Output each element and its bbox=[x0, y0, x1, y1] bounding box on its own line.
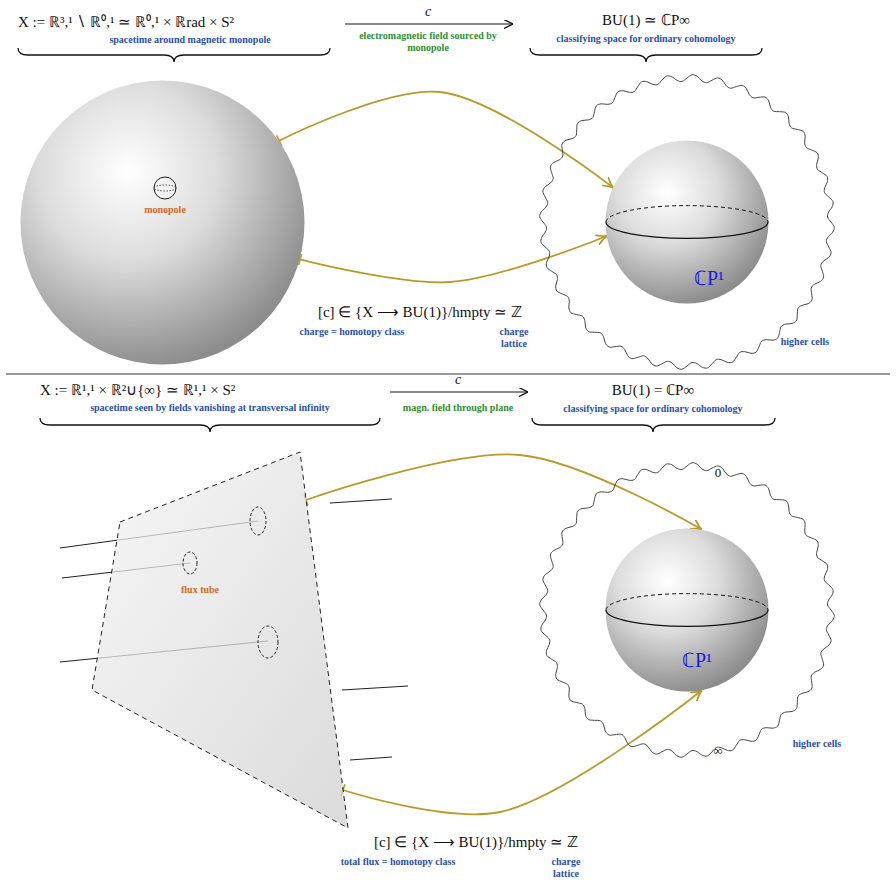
equator bbox=[606, 610, 768, 626]
maps-to-arrow bbox=[300, 236, 606, 282]
label: charge lattice bbox=[489, 326, 539, 349]
node-label: flux tube bbox=[181, 584, 219, 596]
brace bbox=[530, 48, 762, 62]
tube-section bbox=[183, 552, 197, 574]
flux-line bbox=[350, 757, 392, 760]
label: BU(1) = ℂP∞ bbox=[612, 382, 694, 399]
monopole-equator bbox=[154, 185, 176, 191]
label: magn. field through plane bbox=[403, 402, 513, 414]
tube-section bbox=[250, 507, 266, 535]
label: c bbox=[455, 372, 461, 388]
flux-line bbox=[342, 686, 408, 690]
flux-line bbox=[330, 499, 392, 503]
node-label: higher cells bbox=[779, 336, 831, 348]
label: spacetime seen by fields vanishing at tr… bbox=[90, 402, 330, 414]
monopole-circle bbox=[154, 177, 176, 199]
plane-outline bbox=[92, 452, 348, 828]
equator-back bbox=[606, 594, 768, 610]
label: [c] ∈ {X ⟶ BU(1)}/hmpty ≃ ℤ bbox=[318, 304, 522, 321]
label: BU(1) ≃ ℂP∞ bbox=[602, 12, 690, 29]
equator bbox=[606, 222, 768, 238]
brace bbox=[40, 418, 380, 432]
label: classifying space for ordinary cohomolog… bbox=[563, 403, 742, 415]
panel-divider bbox=[6, 374, 890, 375]
equator-back bbox=[606, 206, 768, 222]
tube-section bbox=[258, 626, 278, 658]
plane-outline bbox=[80, 450, 355, 835]
node-label: higher cells bbox=[791, 738, 843, 750]
brace bbox=[532, 418, 775, 432]
cp1-sphere: ℂP¹ bbox=[605, 528, 769, 692]
maps-to-arrow bbox=[306, 454, 701, 529]
spacetime-sphere: monopole bbox=[20, 80, 305, 365]
maps-to-arrow bbox=[343, 691, 701, 814]
sphere bbox=[21, 81, 305, 365]
label: c bbox=[425, 4, 431, 20]
cp1-sphere: ℂP¹ bbox=[605, 140, 769, 304]
node-label: monopole bbox=[144, 204, 186, 216]
label: X := ℝ¹,¹ × ℝ²∪{∞} ≃ ℝ¹,¹ × S² bbox=[40, 382, 235, 399]
label: classifying space for ordinary cohomolog… bbox=[556, 33, 735, 45]
sphere bbox=[606, 141, 769, 304]
label: total flux = homotopy class bbox=[341, 856, 456, 868]
higher-cells-outline: higher cells ℂP¹ bbox=[537, 72, 837, 372]
map-arrow bbox=[390, 392, 527, 393]
node-label: ℂP¹ bbox=[694, 267, 724, 290]
label: charge lattice bbox=[541, 856, 591, 879]
sphere-outline bbox=[20, 80, 305, 365]
higher-cells-outline: higher cellsℂP¹ bbox=[537, 460, 837, 760]
node-label: ℂP¹ bbox=[682, 649, 712, 672]
map-arrow bbox=[345, 24, 512, 25]
wavy-outline bbox=[540, 75, 835, 370]
label: X := ℝ³,¹ ∖ ℝ⁰,¹ ≃ ℝ⁰,¹ × ℝrad × S² bbox=[18, 14, 234, 31]
label: charge = homotopy class bbox=[300, 326, 405, 338]
brace bbox=[18, 48, 330, 62]
label: electromagnetic field sourced by monopol… bbox=[358, 30, 498, 53]
label: spacetime around magnetic monopole bbox=[109, 34, 270, 46]
sphere bbox=[606, 529, 769, 692]
sphere-outline bbox=[605, 140, 769, 304]
maps-to-arrow bbox=[279, 92, 612, 188]
label: [c] ∈ {X ⟶ BU(1)}/hmpty ≃ ℤ bbox=[374, 834, 578, 851]
label: ∞ bbox=[711, 744, 724, 759]
wavy-outline bbox=[540, 463, 835, 758]
plane: flux tube bbox=[80, 450, 355, 835]
